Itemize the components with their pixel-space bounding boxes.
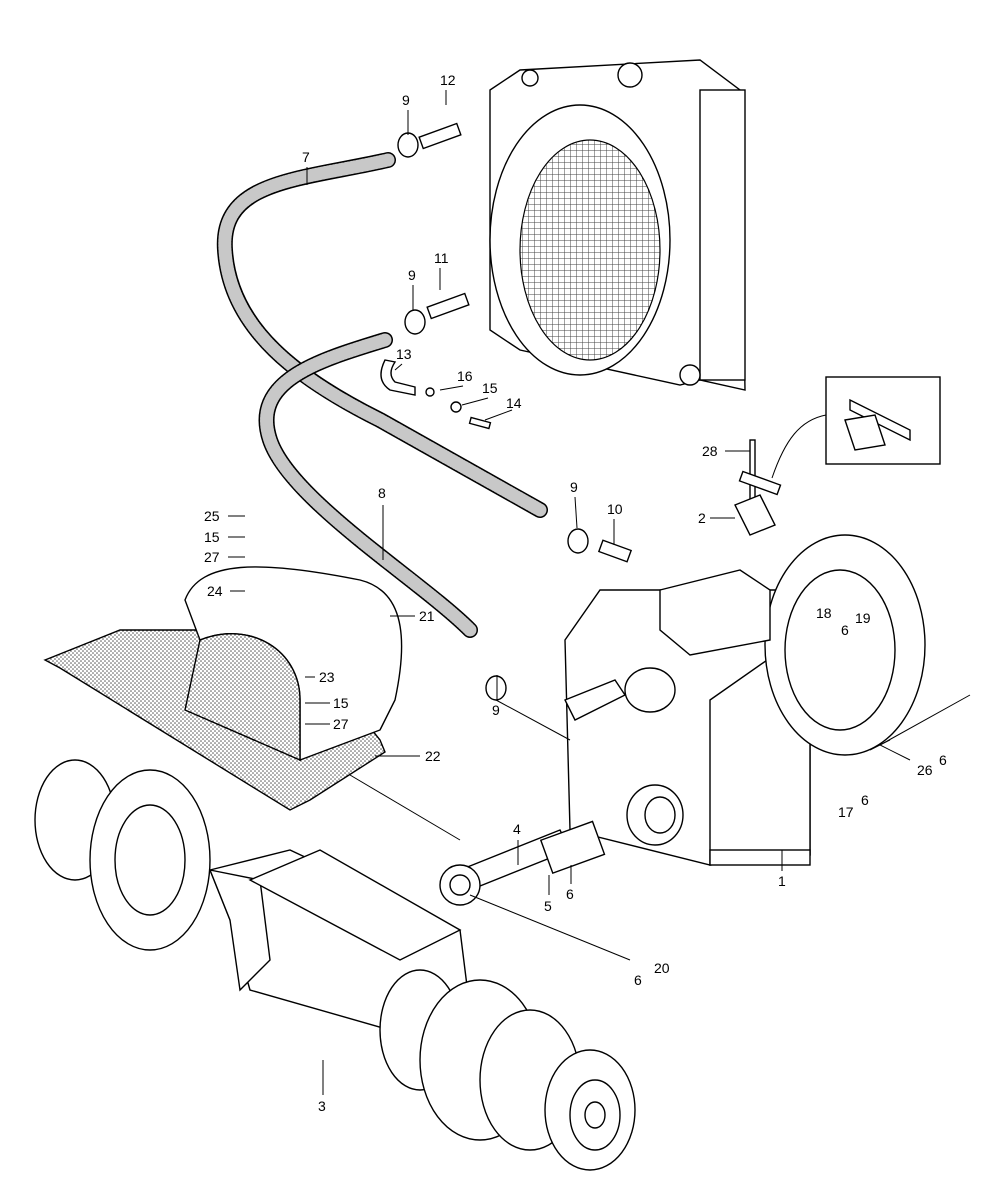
hose-7 <box>216 152 548 518</box>
callout-15: 15 <box>482 380 498 396</box>
callout-21: 21 <box>419 608 435 624</box>
callout-13: 13 <box>396 346 412 362</box>
callout-23: 23 <box>319 669 335 685</box>
callout-6: 6 <box>861 792 869 808</box>
callout-22: 22 <box>425 748 441 764</box>
leader-lines <box>228 90 971 1095</box>
axle <box>34 759 636 1171</box>
callout-3: 3 <box>318 1098 326 1114</box>
callout-11: 11 <box>434 250 449 266</box>
callout-2: 2 <box>698 510 706 526</box>
callout-19: 19 <box>855 610 871 626</box>
callout-24: 24 <box>207 583 223 599</box>
fittings <box>380 122 782 701</box>
callout-15: 15 <box>204 529 220 545</box>
callout-27: 27 <box>333 716 349 732</box>
hose-8 <box>258 332 478 638</box>
callout-6: 6 <box>939 752 947 768</box>
callout-20: 20 <box>654 960 670 976</box>
transmission <box>564 534 926 866</box>
callout-9: 9 <box>402 92 410 108</box>
callout-5: 5 <box>544 898 552 914</box>
callout-16: 16 <box>457 368 473 384</box>
radiator <box>489 59 746 391</box>
callout-14: 14 <box>506 395 522 411</box>
callout-9: 9 <box>570 479 578 495</box>
callout-1: 1 <box>778 873 786 889</box>
callout-25: 25 <box>204 508 220 524</box>
callout-12: 12 <box>440 72 456 88</box>
callout-labels: 12 9 7 11 9 13 16 15 14 28 9 10 2 8 25 1… <box>204 72 947 1114</box>
callout-15: 15 <box>333 695 349 711</box>
callout-4: 4 <box>513 821 521 837</box>
drive-shaft <box>439 820 606 906</box>
callout-9: 9 <box>492 702 500 718</box>
callout-7: 7 <box>302 149 310 165</box>
detail-inset <box>771 376 941 479</box>
callout-27: 27 <box>204 549 220 565</box>
callout-26: 26 <box>917 762 933 778</box>
callout-6: 6 <box>634 972 642 988</box>
callout-17: 17 <box>838 804 854 820</box>
callout-9: 9 <box>408 267 416 283</box>
cover <box>43 566 403 811</box>
callout-6: 6 <box>566 886 574 902</box>
callout-10: 10 <box>607 501 623 517</box>
callout-18: 18 <box>816 605 832 621</box>
callout-6: 6 <box>841 622 849 638</box>
callout-28: 28 <box>702 443 718 459</box>
callout-8: 8 <box>378 485 386 501</box>
